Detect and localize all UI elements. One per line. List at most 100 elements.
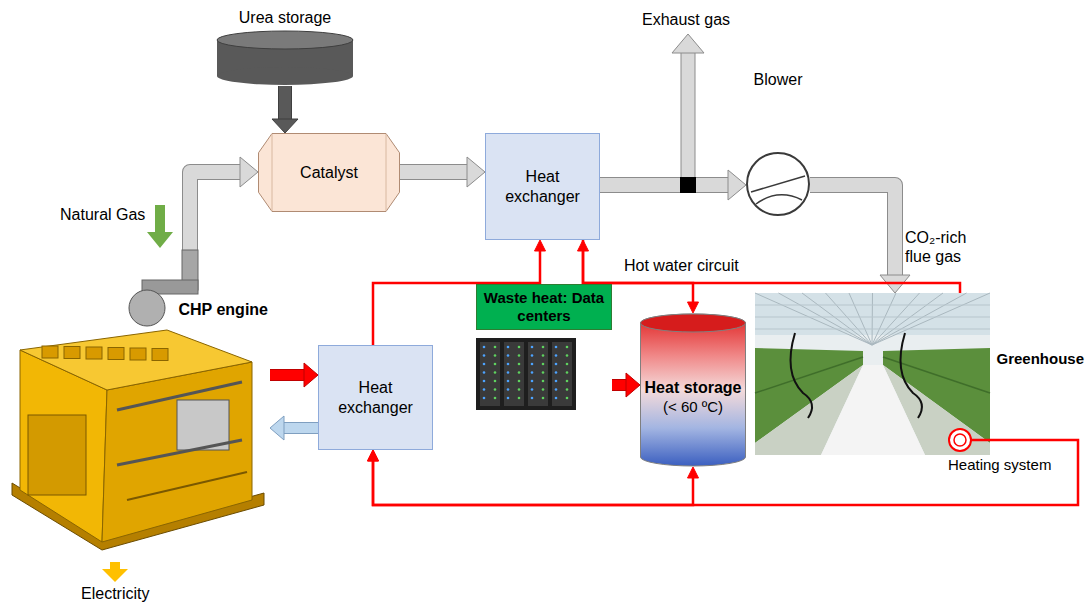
arrow-outline: [400, 164, 467, 180]
node-label: Blower: [754, 70, 803, 89]
node-label: Heat storage: [645, 378, 742, 397]
server-light: [566, 397, 569, 400]
flow-arrow: [400, 157, 485, 187]
cylinder-head: [42, 346, 58, 358]
server-light: [494, 397, 497, 400]
arrow-head: [626, 373, 640, 397]
exhaust-arrow: [672, 34, 704, 178]
cylinder-head: [130, 348, 146, 360]
node-label: Heat exchanger: [490, 167, 595, 205]
server-light: [566, 346, 569, 349]
server-light: [507, 346, 510, 349]
data-center: Waste heat: Data centers: [476, 284, 612, 434]
cylinder-head: [108, 348, 124, 360]
arrow-head: [688, 467, 699, 478]
server-rack: [504, 342, 524, 406]
greenhouse-interior: [755, 293, 990, 455]
server-light: [531, 397, 534, 400]
flow-arrow: [810, 185, 910, 293]
node-label: Heating system: [948, 456, 1051, 474]
plant-line: [883, 357, 990, 393]
arrow-head: [368, 450, 379, 461]
server-light: [555, 388, 558, 391]
server-light: [555, 371, 558, 374]
server-rack: [552, 342, 572, 406]
server-light: [518, 388, 521, 391]
server-room: [476, 338, 576, 410]
flow-arrow: [612, 373, 640, 397]
greenhouse-path: [821, 365, 925, 455]
arrow-head: [467, 157, 485, 187]
heat-exchanger-box: Heat exchanger: [485, 133, 600, 240]
flow-label: Exhaust gas: [640, 10, 732, 29]
server-light: [518, 346, 521, 349]
cylinder-head: [86, 347, 102, 359]
server-light: [494, 346, 497, 349]
blower-casing: [747, 153, 809, 215]
roof-beam: [872, 293, 943, 345]
arrow-head: [728, 170, 746, 200]
heat-storage-tank: Heat storage(< 60 ºC): [640, 313, 746, 467]
arrow-head: [688, 302, 699, 313]
server-light: [483, 397, 486, 400]
server-light: [518, 380, 521, 383]
node-label: CHP engine: [179, 300, 269, 319]
electricity-head: [102, 569, 128, 582]
server-light: [531, 388, 534, 391]
arrow-outline: [810, 185, 895, 275]
roof-beam: [872, 293, 874, 345]
arrow-outline: [278, 86, 292, 119]
engine-side-face: [102, 362, 252, 542]
server-light: [566, 363, 569, 366]
roof-beam: [872, 293, 967, 345]
arrow-head: [578, 240, 589, 251]
server-light: [542, 346, 545, 349]
catalyst-box: Catalyst: [258, 133, 400, 212]
server-light: [494, 380, 497, 383]
server-light: [483, 371, 486, 374]
arrow-body: [190, 172, 240, 250]
blower-picture: [746, 70, 810, 217]
generator: [28, 415, 86, 495]
server-light: [494, 388, 497, 391]
arrow-head: [240, 157, 258, 187]
blower-blade: [756, 195, 802, 204]
node-label: Catalyst: [300, 163, 358, 182]
exhaust-head: [672, 34, 704, 53]
server-light: [507, 388, 510, 391]
server-light: [494, 363, 497, 366]
storage-tank: Urea storage: [215, 8, 355, 86]
arrow-head: [535, 240, 546, 251]
server-light: [507, 363, 510, 366]
node-label: Greenhouse: [996, 350, 1084, 368]
node-label: Waste heat: Data centers: [476, 284, 612, 330]
roof-beam: [755, 293, 872, 345]
turbocharger: [129, 290, 165, 326]
engine-picture: [2, 250, 270, 562]
arrow-body: [810, 185, 895, 275]
server-light: [483, 380, 486, 383]
blower-symbol: Blower: [746, 70, 810, 217]
flow-arrow: [270, 363, 318, 387]
server-light: [531, 363, 534, 366]
tank-body: [641, 314, 746, 466]
flow-arrow: [190, 157, 258, 250]
plant-line: [755, 357, 863, 393]
node-label: Heat exchanger: [323, 378, 428, 416]
server-light: [531, 346, 534, 349]
roof-beam: [872, 293, 990, 345]
server-light: [483, 354, 486, 357]
catalyst-shape: [259, 134, 400, 212]
server-light: [542, 354, 545, 357]
arrow-outline: [600, 177, 728, 193]
electricity-arrow: [102, 562, 128, 582]
arrow-head: [272, 119, 298, 133]
roof-beam: [755, 317, 990, 318]
label-holder: Hot water circuit: [622, 256, 741, 275]
server-light: [555, 380, 558, 383]
control-box: [177, 400, 229, 450]
flow-label: Natural Gas: [58, 205, 147, 224]
server-light: [542, 397, 545, 400]
server-light: [507, 397, 510, 400]
